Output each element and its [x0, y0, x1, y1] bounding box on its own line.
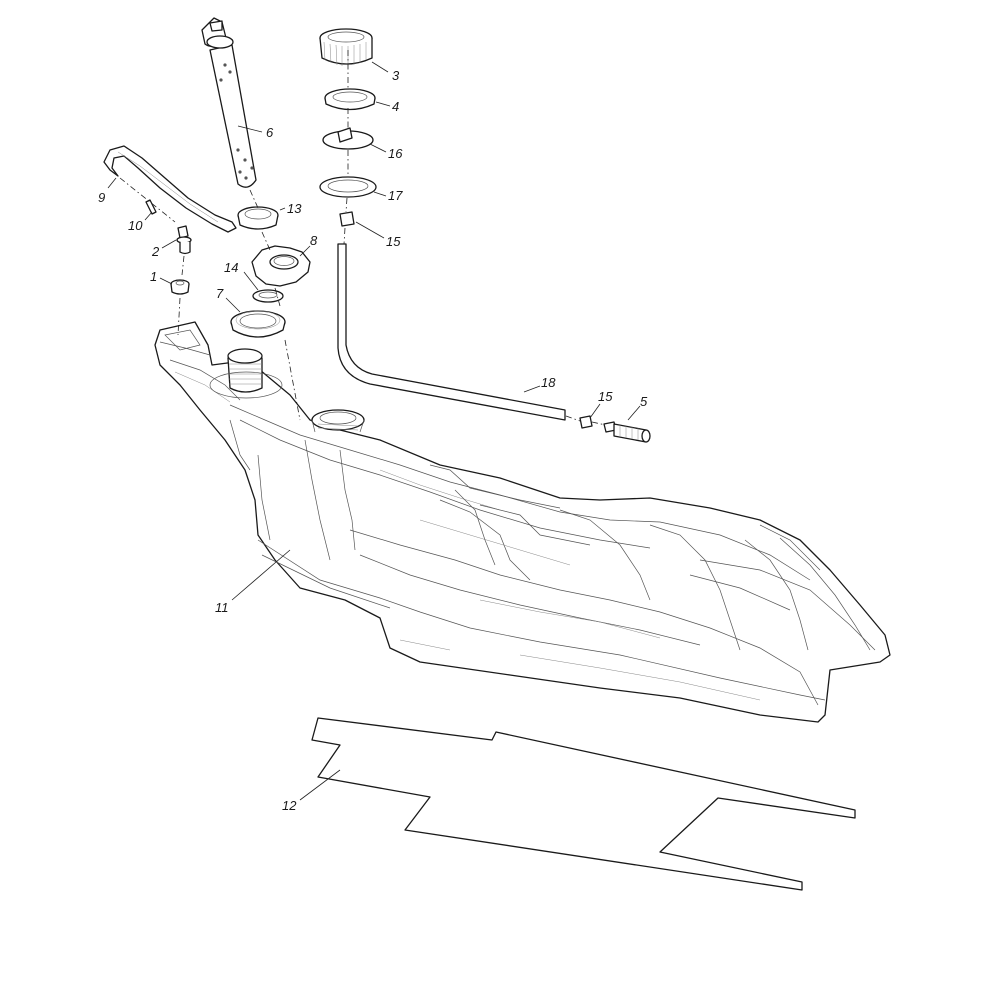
leader-12: 12 — [282, 769, 341, 813]
callout-15-top: 15 — [386, 234, 401, 249]
part-2-vent-valve[interactable]: 2 — [151, 225, 192, 259]
part-13-retaining-ring[interactable]: 13 — [237, 201, 302, 230]
part-7-gasket[interactable]: 7 — [216, 286, 286, 338]
part-1-grommet[interactable]: 1 — [150, 269, 190, 295]
part-15-hose-fitting-top[interactable]: 15 — [339, 211, 401, 249]
callout-1: 1 — [150, 269, 157, 284]
callout-2: 2 — [151, 244, 160, 259]
callout-10: 10 — [128, 218, 143, 233]
part-17-gasket[interactable]: 17 — [319, 176, 403, 203]
callout-12: 12 — [282, 798, 297, 813]
part-14-o-ring[interactable]: 14 — [224, 260, 284, 303]
part-12-bottom-pad[interactable] — [311, 717, 856, 891]
callout-8: 8 — [310, 233, 318, 248]
part-16-vent-plate[interactable]: 16 — [322, 127, 403, 161]
callout-16: 16 — [388, 146, 403, 161]
callout-15-right: 15 — [598, 389, 613, 404]
pump-axis-line — [249, 189, 301, 421]
callout-4: 4 — [392, 99, 399, 114]
callout-14: 14 — [224, 260, 238, 275]
callout-7: 7 — [216, 286, 224, 301]
filler-axis-line — [343, 50, 349, 245]
part-11-fuel-tank[interactable] — [154, 321, 891, 723]
part-10-hose-clamp[interactable]: 10 — [119, 177, 176, 233]
callout-11: 11 — [215, 600, 229, 615]
callout-9: 9 — [98, 190, 105, 205]
part-9-vent-hose[interactable]: 9 — [98, 145, 237, 233]
callout-17: 17 — [388, 188, 403, 203]
callout-18: 18 — [541, 375, 556, 390]
part-4-ring[interactable]: 4 — [324, 88, 399, 114]
part-3-filler-cap[interactable]: 3 — [319, 28, 400, 83]
part-8-lock-nut[interactable]: 8 — [251, 233, 318, 287]
part-5-filter[interactable]: 5 — [603, 394, 651, 443]
callout-5: 5 — [640, 394, 648, 409]
part-18-vent-tube[interactable]: 18 — [337, 243, 566, 421]
callout-3: 3 — [392, 68, 400, 83]
leader-11: 11 — [215, 549, 291, 615]
callout-13: 13 — [287, 201, 302, 216]
part-6-fuel-pump-tube[interactable]: 6 — [201, 17, 274, 188]
part-15-hose-fitting-right[interactable]: 15 — [565, 389, 613, 429]
vent-axis-line — [177, 255, 185, 336]
callout-6: 6 — [266, 125, 274, 140]
